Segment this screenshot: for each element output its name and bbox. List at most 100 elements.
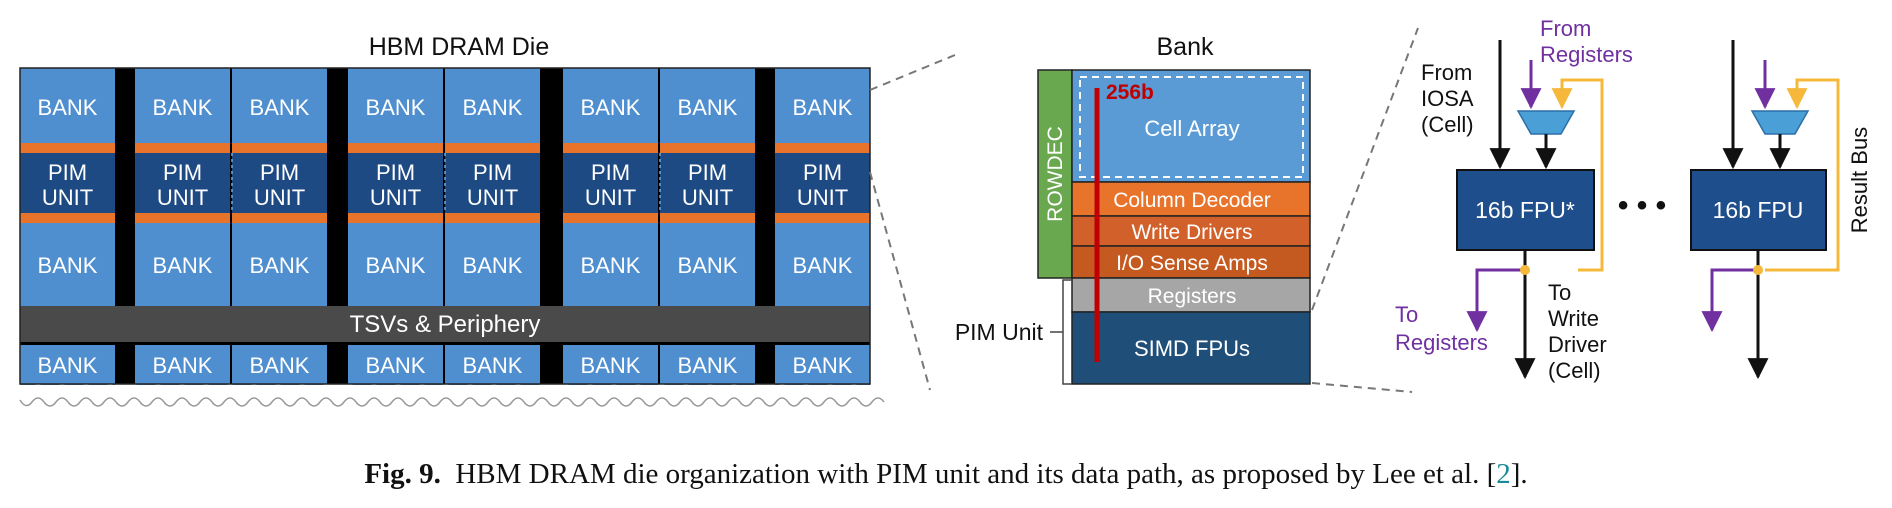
bank-bottom [348, 223, 443, 306]
bank-bottom [20, 223, 115, 306]
bank-orange-strip [232, 213, 327, 223]
bus-width-label: 256b [1106, 81, 1154, 104]
bank-bottom [445, 223, 540, 306]
bank-orange-strip [20, 213, 115, 223]
bank-orange-strip [135, 213, 230, 223]
pim-unit [775, 153, 870, 213]
bank-partial [232, 345, 327, 385]
bank-orange-strip [563, 143, 658, 153]
bank-top [445, 68, 540, 143]
pim-unit [563, 153, 658, 213]
svg-text:Driver: Driver [1548, 332, 1607, 357]
write-drivers-block [1071, 215, 1311, 247]
bank-bottom-label: BANK [793, 253, 853, 278]
bank-top-label: BANK [38, 95, 98, 120]
fpu-first-junction [1520, 265, 1530, 275]
citation-link[interactable]: 2 [1496, 458, 1511, 490]
figure-caption: Fig. 9. HBM DRAM die organization with P… [0, 458, 1892, 491]
die-title: HBM DRAM Die [369, 33, 550, 61]
svg-text:From: From [1540, 16, 1591, 41]
bank-top-label: BANK [366, 95, 426, 120]
bank-orange-strip [775, 213, 870, 223]
bank-partial [20, 345, 115, 385]
fpu-last-label: 16b FPU [1713, 197, 1804, 223]
pim-unit-line2: UNIT [585, 185, 636, 210]
bank-top [348, 68, 443, 143]
column-decoder-block [1071, 181, 1311, 217]
bank-partial-label: BANK [366, 353, 426, 378]
bank-top [775, 68, 870, 143]
ellipsis: • • • [1618, 189, 1666, 222]
pim-unit-line2: UNIT [682, 185, 733, 210]
periphery-label: TSVs & Periphery [350, 311, 541, 338]
bank-orange-strip [445, 143, 540, 153]
bank-bottom [775, 223, 870, 306]
bank-bottom-label: BANK [38, 253, 98, 278]
pim-unit [232, 153, 327, 213]
caption-label: Fig. 9. [364, 458, 441, 490]
caption-text: HBM DRAM die organization with PIM unit … [455, 458, 1497, 490]
pim-unit [445, 153, 540, 213]
bank-orange-strip [660, 213, 755, 223]
bank-partial-label: BANK [793, 353, 853, 378]
caption-tail: ]. [1510, 458, 1528, 490]
die-border [19, 67, 871, 385]
bank-partial [135, 345, 230, 385]
bank-partial [445, 345, 540, 385]
svg-text:Write: Write [1548, 306, 1599, 331]
zoom-line-top [869, 54, 956, 91]
pim-unit-line2: UNIT [370, 185, 421, 210]
bank-partial-label: BANK [153, 353, 213, 378]
bank-orange-strip [563, 213, 658, 223]
hbm-die: TSVs & PeripheryBANKPIMUNITBANKBANKBANKP… [19, 67, 885, 420]
register-mux-trapezoid [1516, 110, 1576, 135]
fpu-first-label: 16b FPU* [1475, 197, 1575, 223]
bank-bottom-label: BANK [581, 253, 641, 278]
fpu-last-junction [1753, 265, 1763, 275]
bank-partial-label: BANK [678, 353, 738, 378]
bank-top [135, 68, 230, 143]
bank-orange-strip [775, 143, 870, 153]
pim-unit-line1: PIM [803, 160, 842, 185]
rowdec-label: ROWDEC [1044, 126, 1067, 222]
bank-top [563, 68, 658, 143]
io-sense-amps-block [1071, 245, 1311, 279]
to-registers-label: To Registers [1395, 302, 1488, 355]
pim-unit-line2: UNIT [157, 185, 208, 210]
bank-orange-strip [445, 213, 540, 223]
bank-bottom [660, 223, 755, 306]
bank-top-label: BANK [793, 95, 853, 120]
svg-text:Registers: Registers [1540, 42, 1633, 67]
bank-bottom [135, 223, 230, 306]
bank-top-label: BANK [250, 95, 310, 120]
bank-top-label: BANK [581, 95, 641, 120]
bank-orange-strip [660, 143, 755, 153]
bank-partial [563, 345, 658, 385]
cell-array-dashed-outline [1079, 76, 1304, 178]
result-feedback-path [1551, 78, 1604, 272]
bank-bottom-label: BANK [250, 253, 310, 278]
bank-partial [775, 345, 870, 385]
bank-partial-label: BANK [581, 353, 641, 378]
bank-top-label: BANK [153, 95, 213, 120]
bank-bottom-label: BANK [153, 253, 213, 278]
pim-unit [348, 153, 443, 213]
registers-label: Registers [1148, 285, 1237, 308]
simd-fpus-label: SIMD FPUs [1134, 336, 1250, 361]
svg-text:(Cell): (Cell) [1421, 112, 1474, 137]
pim-unit-bracket [1062, 279, 1072, 385]
fpu-last-out-to-registers [1701, 268, 1758, 333]
bank-title: Bank [1157, 33, 1214, 61]
bank-partial-label: BANK [250, 353, 310, 378]
cut-edge-line [19, 397, 885, 407]
bank-bottom [232, 223, 327, 306]
pim-unit-line1: PIM [591, 160, 630, 185]
svg-text:To: To [1548, 280, 1571, 305]
bank-partial-label: BANK [463, 353, 523, 378]
from-iosa-label: From IOSA (Cell) [1421, 60, 1474, 137]
pim-unit-line1: PIM [473, 160, 512, 185]
svg-text:Registers: Registers [1395, 330, 1488, 355]
pim-unit-line1: PIM [163, 160, 202, 185]
pim-unit-line1: PIM [48, 160, 87, 185]
